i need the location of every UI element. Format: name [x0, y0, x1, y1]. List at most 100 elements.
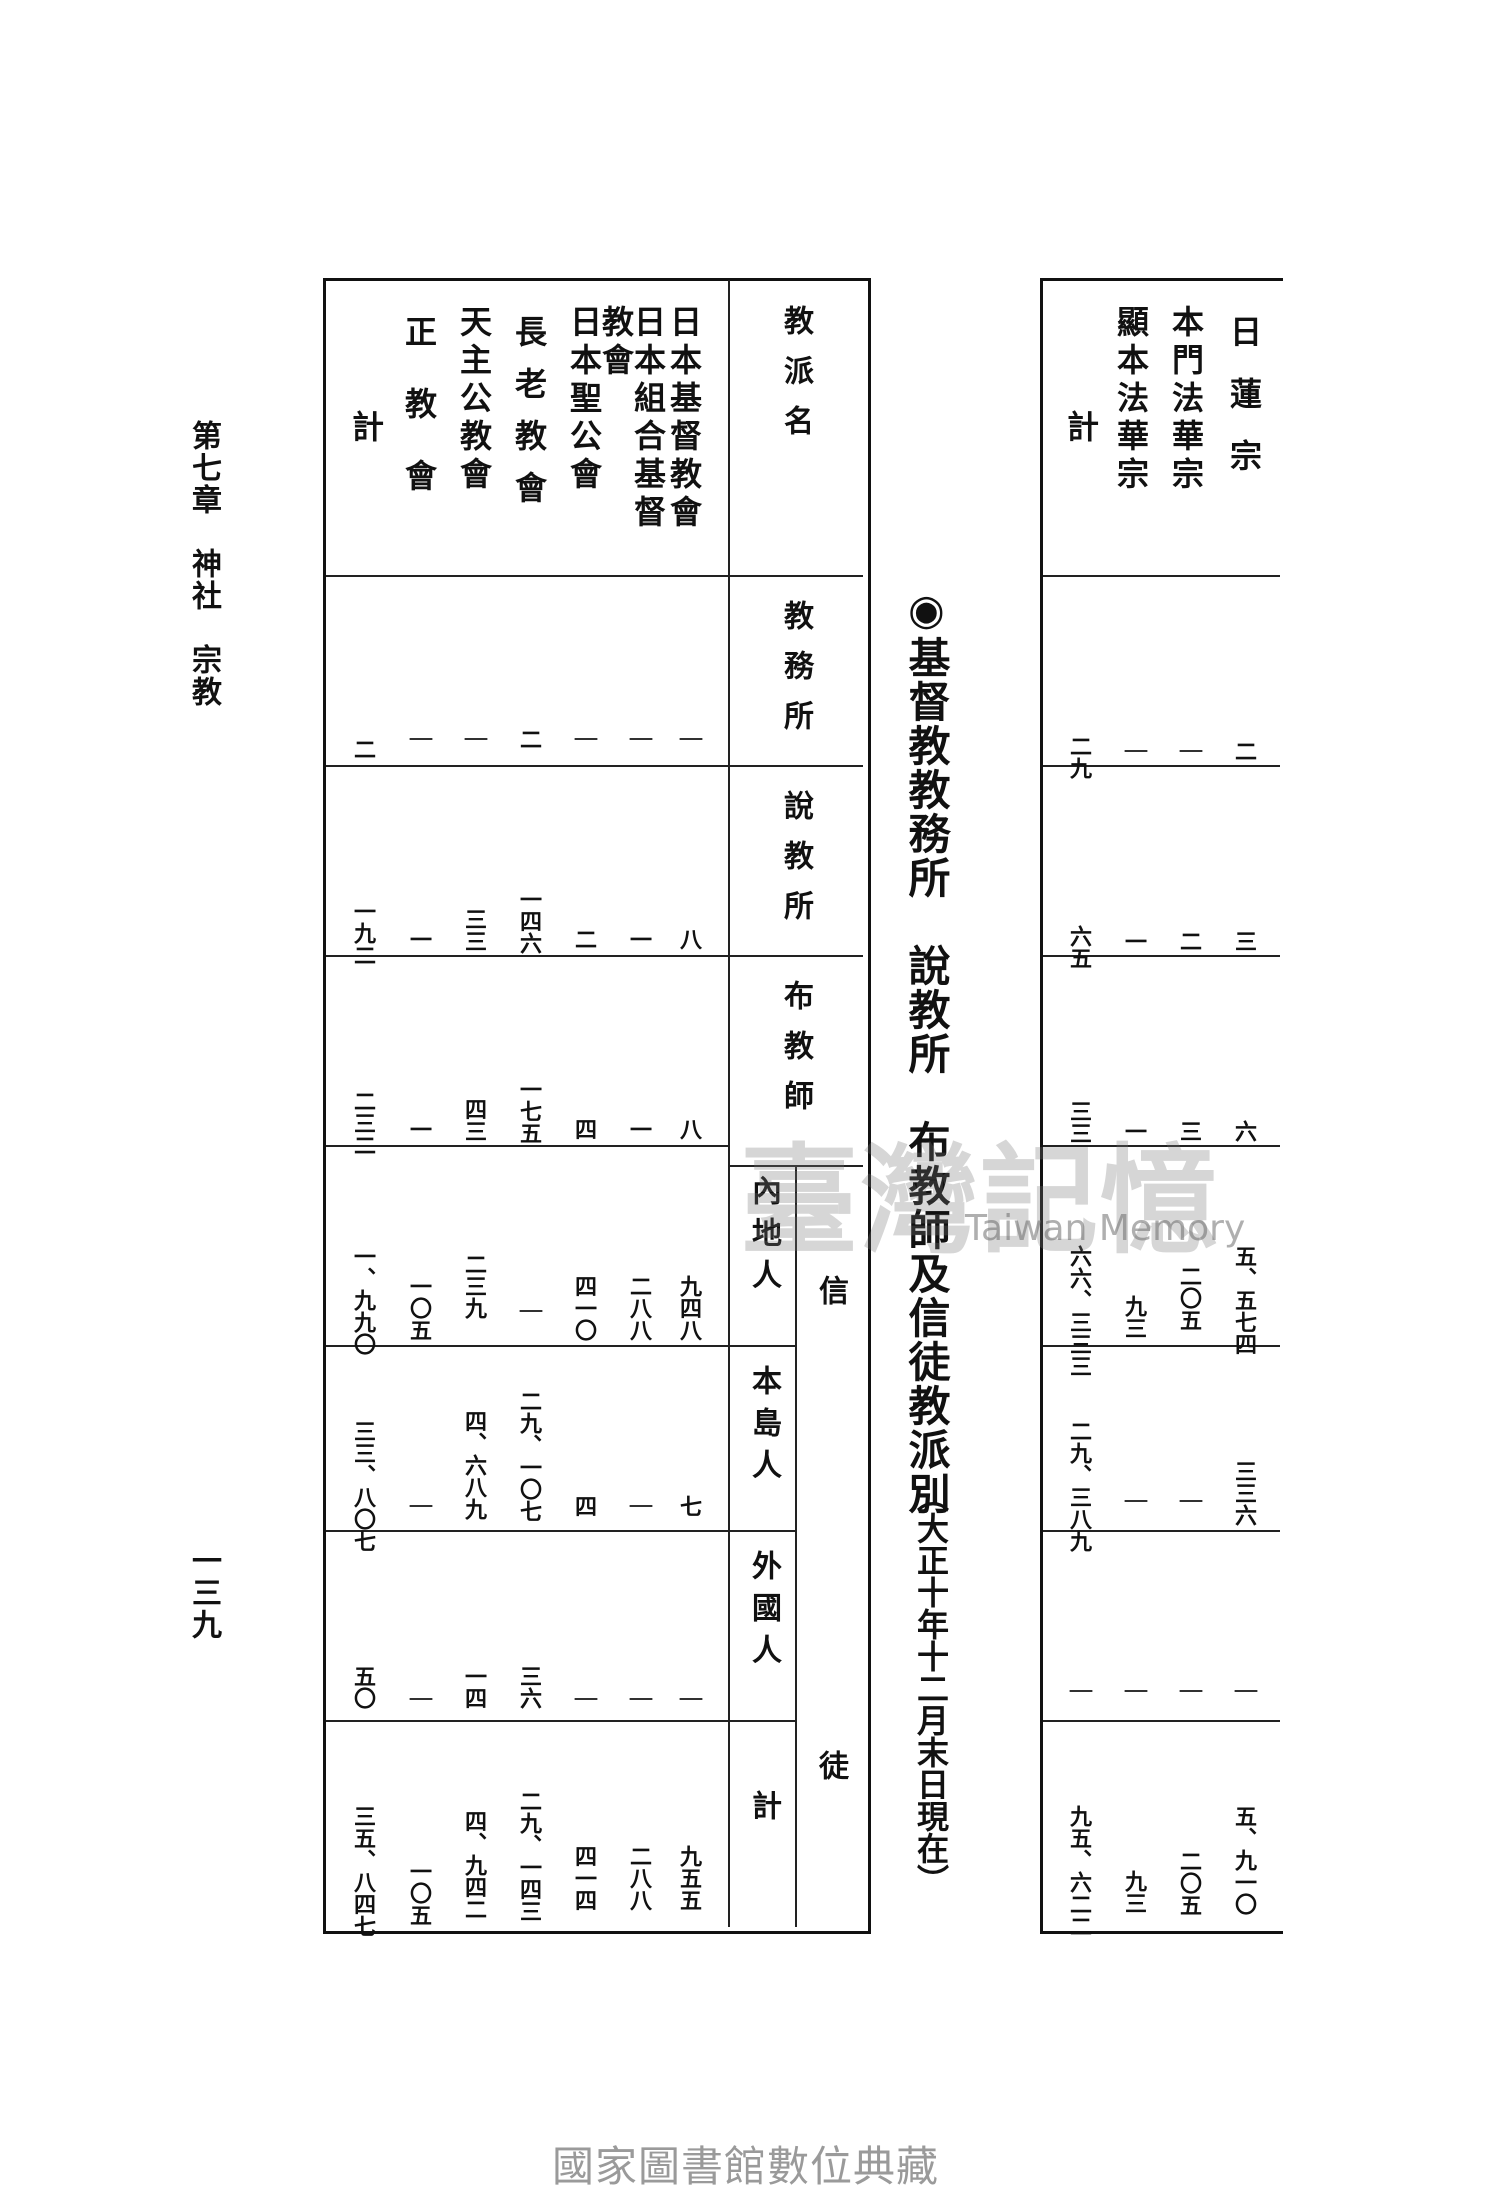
cell-naichi: 九三	[1121, 1295, 1147, 1339]
cell-missionary: 八	[676, 1118, 702, 1140]
cell-total: 九五、六二二	[1066, 1805, 1092, 1937]
cell-office: ｜	[1176, 740, 1202, 762]
cell-preach-hall: 三三	[461, 908, 487, 952]
cell-preach-hall: 一	[1121, 930, 1147, 952]
cell-hontou: 七	[676, 1495, 702, 1517]
cell-preach-hall: 一四六	[516, 888, 542, 954]
cell-hontou: 三三、八〇七	[350, 1420, 376, 1552]
cell-total: 九五五	[676, 1845, 702, 1911]
cell-hontou: 四	[571, 1495, 597, 1517]
chapter-heading: 第七章 神社 宗教	[186, 420, 221, 708]
cell-hontou: ｜	[406, 1495, 432, 1517]
cell-missionary: 二三二	[350, 1090, 376, 1156]
cell-naichi: 二〇五	[1176, 1265, 1202, 1331]
cell-foreign: ｜	[1121, 1680, 1147, 1702]
cell-foreign: ｜	[1231, 1680, 1257, 1702]
header-foreign: 外國人	[746, 1550, 781, 1676]
cell-missionary: 一	[1121, 1120, 1147, 1142]
cell-naichi: 一、九九〇	[350, 1245, 376, 1355]
cell-foreign: ｜	[1066, 1680, 1092, 1702]
cell-total: 三五、八四七	[350, 1805, 376, 1937]
cell-hontou: 二九、一〇七	[516, 1390, 542, 1522]
header-sect: 教派名	[778, 305, 813, 455]
cell-total: 四、九四二	[461, 1810, 487, 1920]
header-office: 教務所	[778, 600, 813, 750]
row-name: 天主公教會	[455, 305, 493, 495]
cell-preach-hall: 一	[406, 928, 432, 950]
cell-total: 二九、一四三	[516, 1790, 542, 1922]
row-name: 日本聖公會	[565, 305, 603, 495]
cell-hontou: 三三六	[1231, 1460, 1257, 1526]
cell-hontou: ｜	[1121, 1490, 1147, 1512]
cell-preach-hall: 二	[571, 928, 597, 950]
section-title: ◉基督教教務所 說教所 布教師及信徒教派別	[902, 585, 951, 1516]
cell-office: 二	[1231, 740, 1257, 762]
cell-naichi: 一〇五	[406, 1275, 432, 1341]
cell-missionary: 一七五	[516, 1078, 542, 1144]
cell-naichi: 五、五七四	[1231, 1245, 1257, 1355]
header-total: 計	[746, 1790, 781, 1840]
cell-foreign: 三六	[516, 1665, 542, 1709]
cell-office: 二九	[1066, 735, 1092, 779]
cell-hontou: ｜	[626, 1495, 652, 1517]
cell-missionary: 四三	[461, 1098, 487, 1142]
cell-missionary: 一	[626, 1118, 652, 1140]
cell-office: ｜	[1121, 740, 1147, 762]
cell-preach-hall: 六五	[1066, 925, 1092, 969]
row-name: 日本基督教會	[665, 305, 703, 533]
header-believers: 信	[813, 1275, 848, 1325]
cell-preach-hall: 三	[1231, 930, 1257, 952]
watermark-logo: 臺灣記憶	[740, 1131, 1221, 1270]
total-row-label: 計	[347, 410, 385, 448]
cell-naichi: 九四八	[676, 1275, 702, 1341]
cell-preach-hall: 八	[676, 928, 702, 950]
cell-foreign: ｜	[676, 1688, 702, 1710]
cell-total: 二八八	[626, 1845, 652, 1911]
cell-office: ｜	[676, 728, 702, 750]
cell-naichi: 二八八	[626, 1275, 652, 1341]
total-row-label: 計	[1062, 410, 1100, 448]
header-preach-hall: 說教所	[778, 790, 813, 940]
page-number: 一三九	[186, 1545, 221, 1641]
header-hontou: 本島人	[746, 1365, 781, 1491]
cell-foreign: ｜	[406, 1688, 432, 1710]
cell-office: ｜	[571, 728, 597, 750]
cell-foreign: ｜	[571, 1688, 597, 1710]
section-date: （大正十年十二月末日現在）	[912, 1480, 950, 1896]
row-name: 長老教會	[510, 315, 548, 523]
cell-naichi: ｜	[516, 1300, 542, 1322]
cell-hontou: 四、六八九	[461, 1410, 487, 1520]
row-name: 日本組合基督教會	[597, 305, 667, 533]
header-missionary: 布教師	[778, 980, 813, 1130]
cell-preach-hall: 一	[626, 928, 652, 950]
cell-naichi: 六六、三三三	[1066, 1245, 1092, 1377]
row-name: 日蓮宗	[1225, 315, 1263, 501]
cell-preach-hall: 一九二	[350, 900, 376, 966]
header-believers-2: 徒	[813, 1750, 848, 1800]
cell-office: 二	[516, 728, 542, 750]
cell-hontou: ｜	[1176, 1490, 1202, 1512]
row-name: 顯本法華宗	[1112, 305, 1150, 495]
cell-missionary: 四	[571, 1118, 597, 1140]
cell-missionary: 六	[1231, 1120, 1257, 1142]
cell-total: 一〇五	[406, 1860, 432, 1926]
cell-total: 九三	[1121, 1870, 1147, 1914]
row-name: 本門法華宗	[1167, 305, 1205, 495]
cell-total: 五、九一〇	[1231, 1805, 1257, 1915]
footer-source: 國家圖書館數位典藏	[552, 2142, 940, 2191]
cell-missionary: 一	[406, 1118, 432, 1140]
cell-hontou: 二九、三八九	[1066, 1420, 1092, 1552]
cell-missionary: 三	[1176, 1120, 1202, 1142]
header-naichi: 內地人	[746, 1175, 781, 1301]
cell-foreign: 五〇	[350, 1665, 376, 1709]
cell-preach-hall: 二	[1176, 930, 1202, 952]
cell-foreign: 一四	[461, 1665, 487, 1709]
cell-foreign: ｜	[626, 1688, 652, 1710]
cell-naichi: 二三九	[461, 1253, 487, 1319]
cell-office: ｜	[461, 728, 487, 750]
cell-total: 四一四	[571, 1845, 597, 1911]
cell-naichi: 四一〇	[571, 1275, 597, 1341]
row-name: 正教會	[400, 315, 438, 531]
cell-foreign: ｜	[1176, 1680, 1202, 1702]
cell-office: 二	[350, 738, 376, 760]
